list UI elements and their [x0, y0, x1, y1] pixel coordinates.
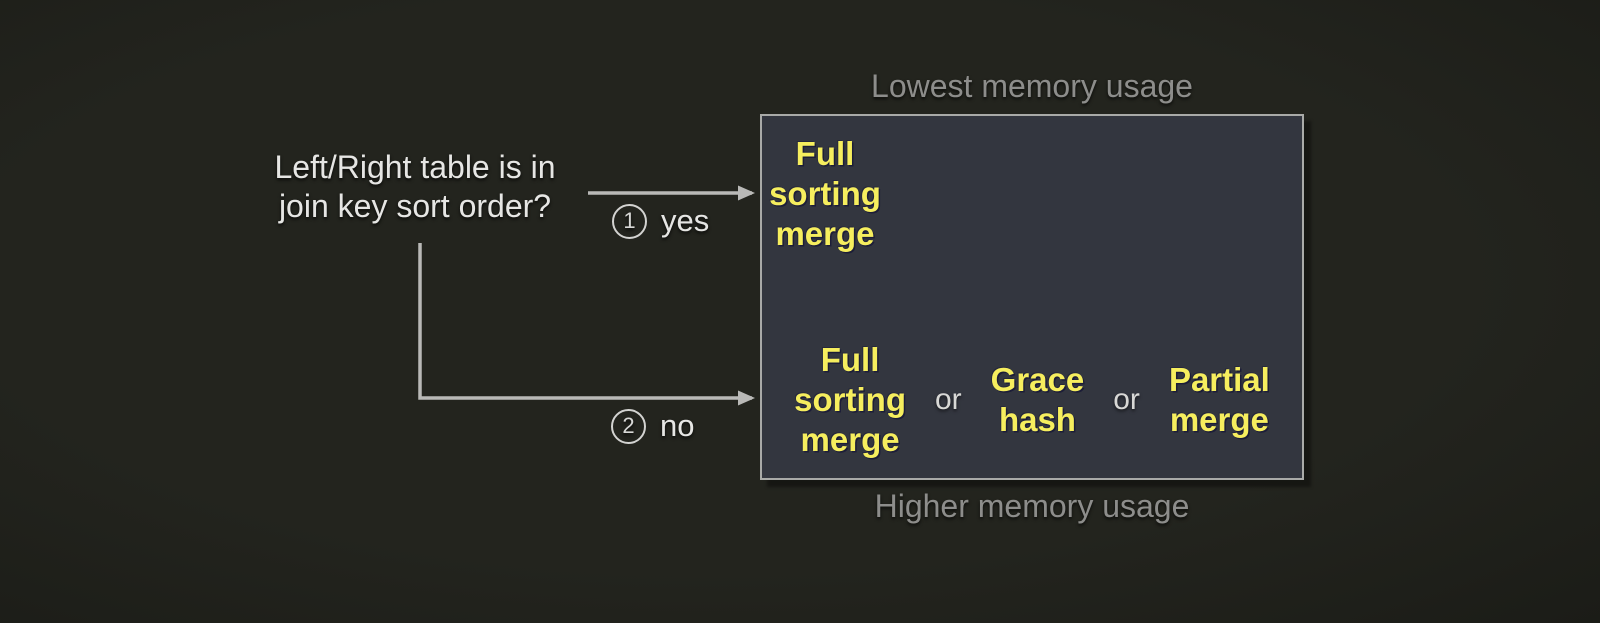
algorithm-full-sorting-merge-sorted: Full sorting merge	[769, 135, 881, 252]
or-separator: or	[934, 383, 962, 416]
no-label-text: no	[660, 408, 695, 443]
algorithm-full-sorting-merge-unsorted: Full sorting merge	[794, 341, 906, 458]
algorithm-grace-hash: Grace hash	[990, 361, 1085, 438]
no-arrow-elbow	[418, 243, 755, 406]
lowest-memory-label: Lowest memory usage	[871, 68, 1193, 104]
unsorted-algorithms-row: Full sorting merge or Grace hash or Part…	[762, 338, 1302, 462]
algorithm-box	[760, 114, 1304, 480]
or-separator: or	[1113, 383, 1140, 416]
yes-branch-label: 1 yes	[612, 203, 709, 239]
higher-memory-label: Higher memory usage	[874, 488, 1190, 524]
yes-label-text: yes	[661, 203, 710, 238]
circled-number-1-icon: 1	[612, 203, 647, 239]
question-text: Left/Right table is in join key sort ord…	[274, 149, 556, 224]
no-branch-label: 2 no	[611, 408, 694, 444]
algorithm-partial-merge: Partial merge	[1168, 361, 1270, 438]
circled-number-2-icon: 2	[611, 408, 646, 444]
